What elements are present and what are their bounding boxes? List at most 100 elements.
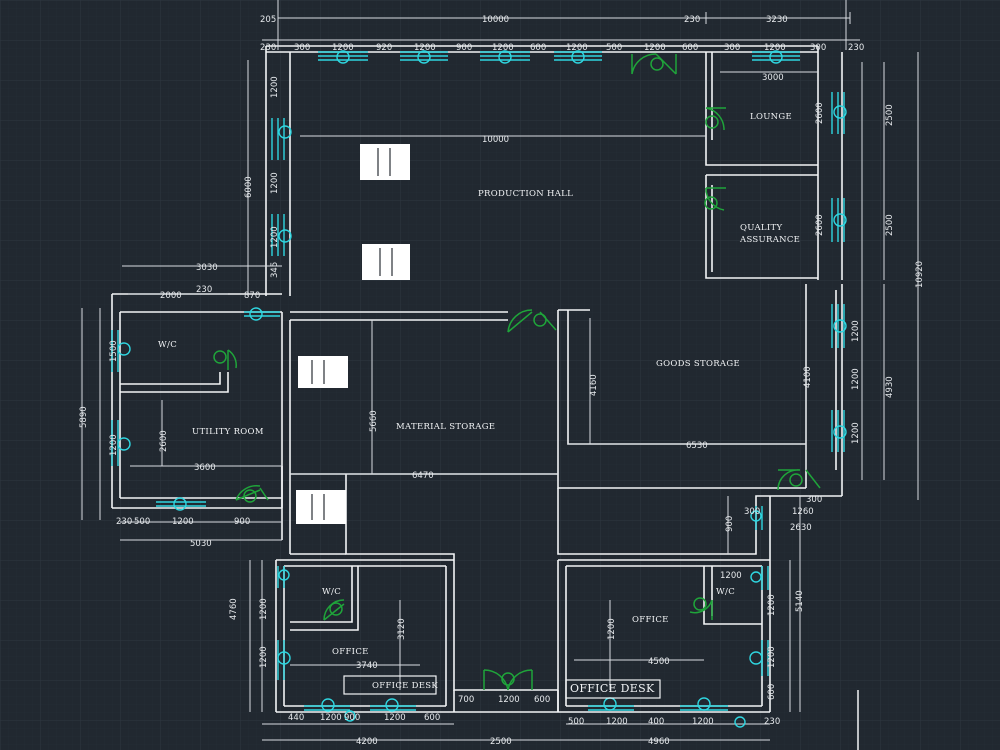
dim-label: 1200 (172, 517, 194, 527)
dim-label: 600 (424, 713, 440, 723)
door-swing-icon (213, 349, 237, 370)
window-symbol-icon (680, 697, 728, 711)
dim-label: 1200 (384, 713, 406, 723)
table-icon (298, 356, 348, 388)
room-quality-line2: ASSURANCE (739, 235, 800, 245)
dim-label: 3030 (196, 263, 218, 273)
dim-label: 5140 (795, 590, 805, 612)
dim-label: 3600 (194, 463, 216, 473)
window-symbol-icon (244, 307, 280, 321)
dim-label: 1200 (720, 571, 742, 581)
dim-label: 1200 (270, 76, 280, 98)
dim-label: 600 (767, 684, 777, 700)
door-swing-icon (689, 597, 713, 620)
window-symbol-icon (156, 497, 206, 511)
dim-label: 230 (260, 43, 276, 53)
dim-label: 900 (725, 516, 735, 532)
dim-label: 300 (810, 43, 826, 53)
window-symbol-icon (554, 50, 602, 64)
dim-label: 2600 (815, 214, 825, 236)
door-swing-icon (704, 187, 726, 211)
window-symbol-icon (749, 640, 769, 676)
window-symbol-icon (400, 50, 448, 64)
dim-label: 870 (244, 291, 260, 301)
dim-label: 600 (682, 43, 698, 53)
window-symbol-icon (734, 716, 746, 728)
door-swing-icon (777, 469, 821, 491)
room-labels: PRODUCTION HALL LOUNGE QUALITY ASSURANCE… (158, 112, 800, 695)
dim-label: 230 (196, 285, 212, 295)
room-goods-storage: GOODS STORAGE (656, 359, 740, 369)
dim-label: 1200 (332, 43, 354, 53)
dim-label: 10920 (915, 261, 925, 288)
window-symbol-icon (304, 698, 350, 712)
door-swing-icon (323, 599, 345, 621)
dim-label: 5890 (79, 406, 89, 428)
dim-label: 1260 (792, 507, 814, 517)
dim-label: 1200 (109, 434, 119, 456)
window-symbol-icon (344, 710, 356, 722)
door-swing-icon (235, 484, 269, 503)
dim-label: 500 (134, 517, 150, 527)
room-office-right: OFFICE (632, 615, 669, 625)
table-icon (360, 144, 410, 180)
dim-label: 3230 (766, 15, 788, 25)
room-lounge: LOUNGE (750, 112, 792, 122)
table-icon (296, 490, 346, 524)
dim-label: 2000 (160, 291, 182, 301)
dim-label: 1200 (566, 43, 588, 53)
dim-label: 1200 (692, 717, 714, 727)
window-symbol-icon (750, 506, 763, 530)
dim-label: 600 (534, 695, 550, 705)
dim-label: 4100 (803, 366, 813, 388)
dim-label: 4760 (229, 598, 239, 620)
dim-label: 230 (116, 517, 132, 527)
dim-label: 4960 (648, 737, 670, 747)
dim-label: 345 (270, 262, 280, 278)
dim-label: 5030 (190, 539, 212, 549)
dim-label: 5660 (369, 410, 379, 432)
dim-label: 1500 (109, 340, 119, 362)
dim-label: 3120 (397, 618, 407, 640)
dim-label: 300 (724, 43, 740, 53)
dim-label: 1200 (764, 43, 786, 53)
window-symbol-icon (750, 566, 769, 590)
dim-label: 1200 (259, 646, 269, 668)
dim-label: 10000 (482, 135, 509, 145)
dim-label: 1200 (270, 226, 280, 248)
door-swing-icon (705, 107, 726, 131)
dim-label: 6000 (244, 176, 254, 198)
dim-label: 2500 (885, 214, 895, 236)
dim-label: 1200 (492, 43, 514, 53)
room-wc-bottom-right: W/C (716, 587, 735, 597)
dim-label: 300 (806, 495, 822, 505)
door-swing-icon (483, 669, 533, 691)
dim-label: 6530 (686, 441, 708, 451)
dim-label: 900 (344, 713, 360, 723)
window-symbol-icon (277, 566, 290, 588)
dim-label: 900 (234, 517, 250, 527)
dim-label: 1200 (767, 594, 777, 616)
dim-label: 10000 (482, 15, 509, 25)
windows (111, 50, 847, 728)
dim-label: 500 (606, 43, 622, 53)
window-symbol-icon (318, 50, 368, 64)
window-symbol-icon (831, 198, 847, 242)
dim-label: 1200 (644, 43, 666, 53)
room-office-left: OFFICE (332, 647, 369, 657)
room-utility: UTILITY ROOM (192, 427, 264, 437)
window-symbol-icon (271, 118, 292, 160)
dim-label: 4200 (356, 737, 378, 747)
dim-label: 2600 (815, 102, 825, 124)
dim-label: 700 (458, 695, 474, 705)
dim-label: 300 (744, 507, 760, 517)
window-symbol-icon (111, 330, 131, 372)
dim-label: 1200 (270, 172, 280, 194)
dim-label: 900 (456, 43, 472, 53)
room-office-desk-right: OFFICE DESK (570, 682, 655, 695)
dim-label: 1200 (851, 320, 861, 342)
room-wc-left: W/C (158, 340, 177, 350)
dim-label: 1200 (851, 422, 861, 444)
dim-label: 1200 (607, 618, 617, 640)
